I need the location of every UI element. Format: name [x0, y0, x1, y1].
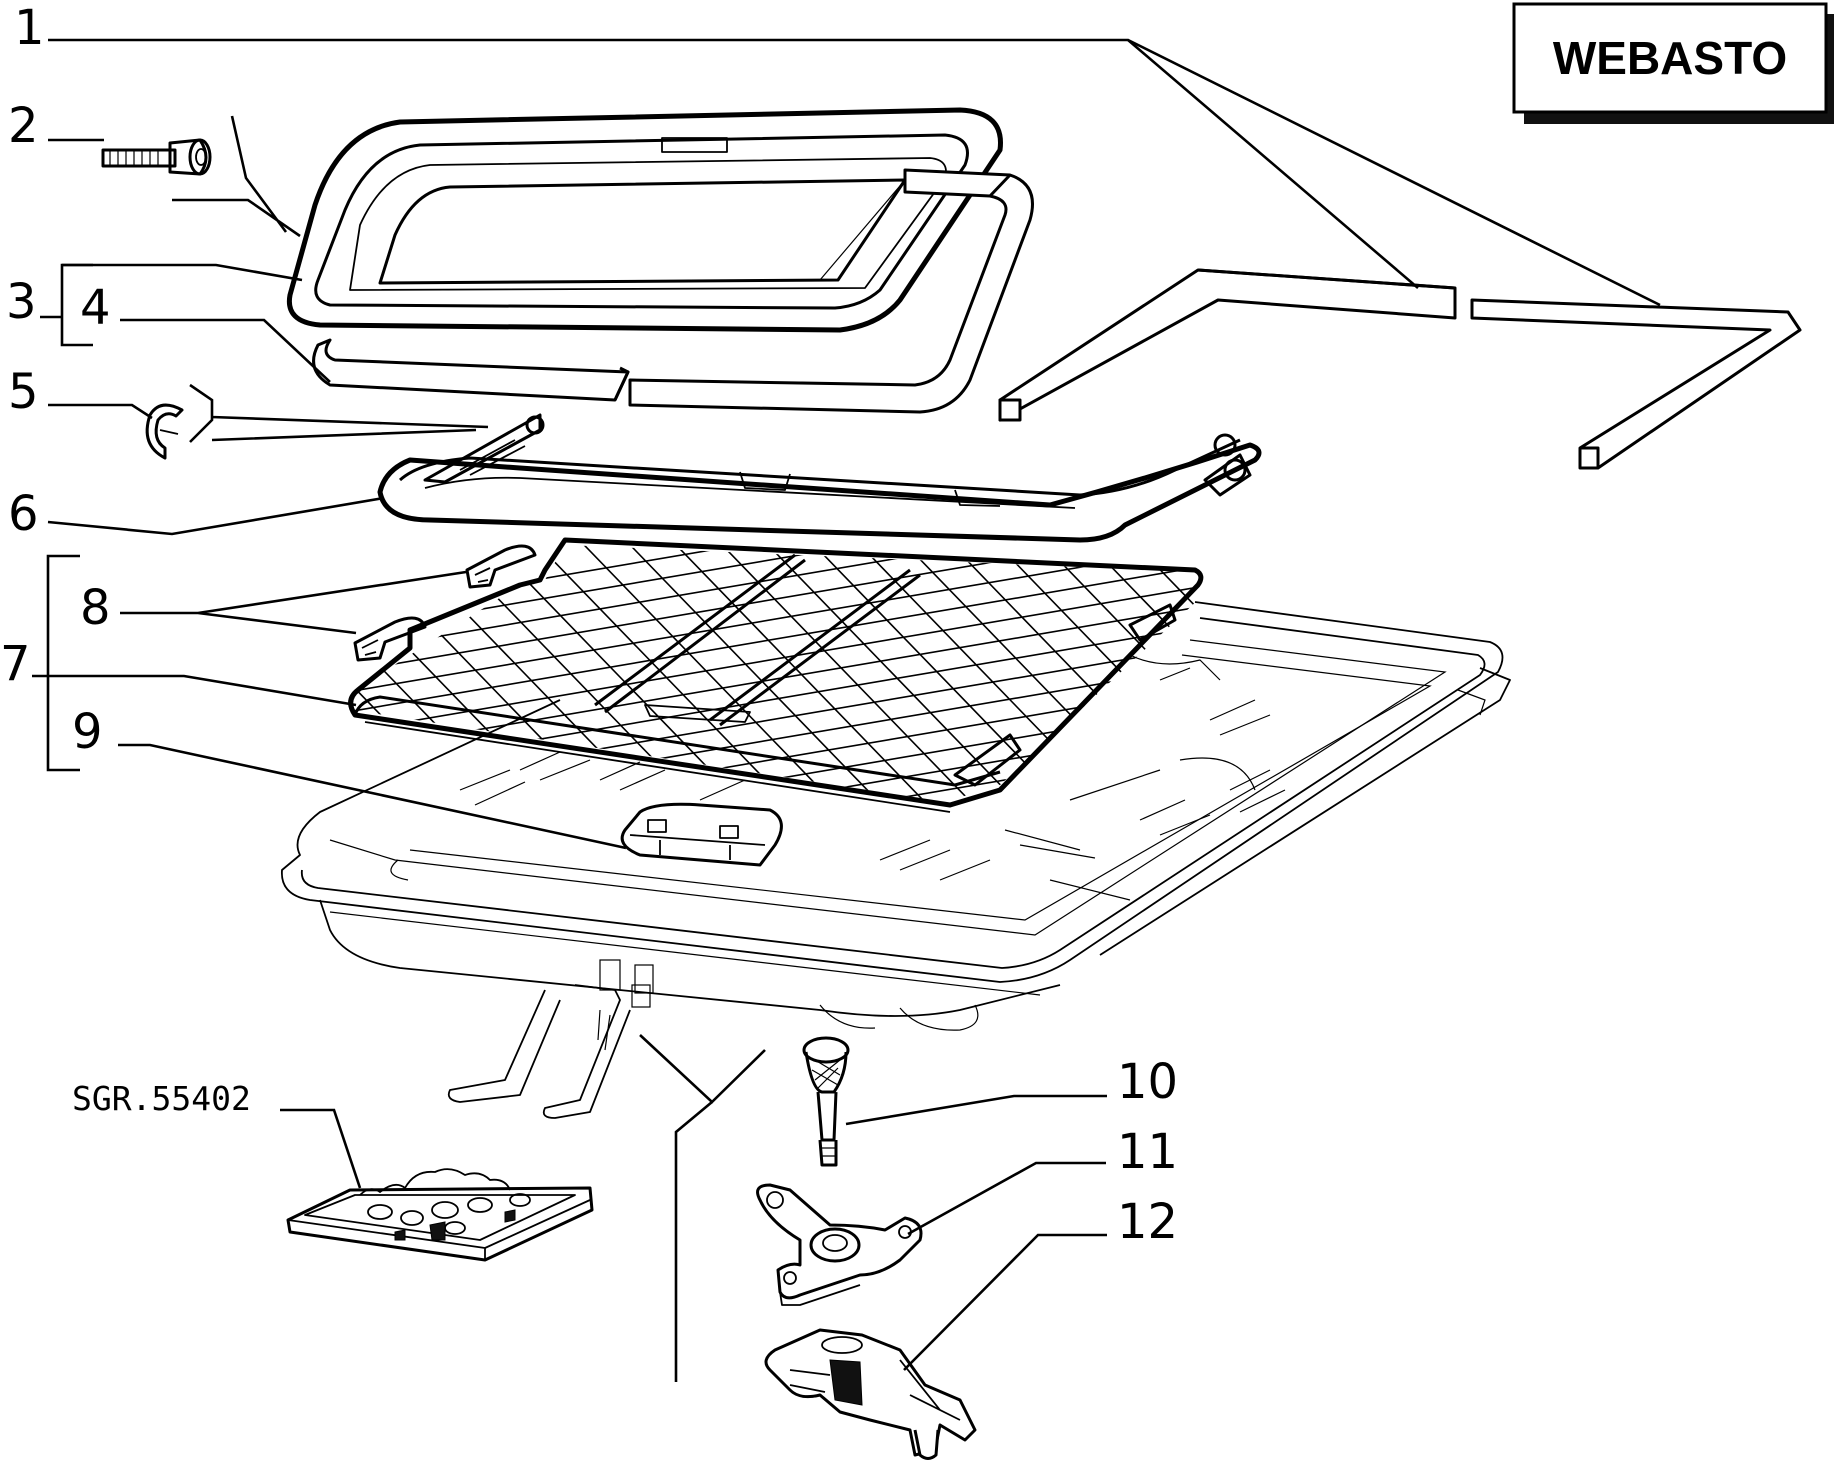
- leader-9: [118, 743, 627, 850]
- brand-box: WEBASTO: [1512, 2, 1834, 124]
- leader-sgr: [280, 1108, 362, 1189]
- grid-line: [559, 545, 861, 802]
- leader-2b: [172, 115, 301, 238]
- reference-label: SGR.55402: [72, 1079, 251, 1118]
- part-4-seal: [312, 168, 1034, 414]
- leader-4: [120, 318, 331, 383]
- grid-line: [743, 545, 1045, 802]
- grid-line: [352, 579, 1200, 741]
- leader-5-bracket: [189, 383, 489, 443]
- grid-line: [352, 719, 1200, 802]
- sunroof-frame: [281, 601, 1511, 1382]
- grid-line: [352, 545, 1200, 681]
- grid-line: [352, 545, 447, 802]
- callout-8: 8: [80, 580, 111, 636]
- grid-line: [352, 545, 539, 802]
- grid-line: [352, 679, 1200, 802]
- grid-line: [352, 559, 1200, 721]
- callout-12: 12: [1117, 1194, 1178, 1250]
- part-12-gear-housing: [764, 1328, 977, 1460]
- grid-line: [375, 545, 677, 802]
- grid-line: [421, 545, 723, 802]
- leader-8: [120, 570, 467, 635]
- part-10-pin: [802, 1036, 850, 1167]
- callout-10: 10: [1117, 1054, 1178, 1110]
- callout-6: 6: [8, 486, 39, 542]
- brand-label: WEBASTO: [1553, 32, 1787, 84]
- part-1-seal-strips: [998, 268, 1802, 470]
- part-11-bracket: [756, 1183, 923, 1306]
- grid-line: [1204, 520, 1504, 830]
- part-5-clip: [145, 403, 184, 460]
- callout-3: 3: [6, 274, 37, 330]
- callout-9: 9: [72, 704, 103, 760]
- leader-5: [48, 403, 153, 420]
- leader-3-bracket: [40, 263, 93, 347]
- callout-11: 11: [1117, 1124, 1178, 1180]
- grid-line: [697, 545, 999, 802]
- leader-3: [62, 263, 303, 282]
- grid-line: [352, 545, 1200, 661]
- part-2-bolt: [101, 138, 212, 176]
- grid-line: [1065, 545, 1200, 802]
- callout-2: 2: [8, 98, 39, 154]
- leader-7-bracket: [46, 554, 80, 772]
- leader-11: [907, 1161, 1106, 1236]
- leader-lines: [32, 38, 1661, 1371]
- part-6-deflector: [377, 413, 1262, 543]
- leader-1: [48, 38, 1419, 289]
- sgr-kit-box: [286, 1168, 594, 1262]
- grid-line: [352, 659, 1200, 802]
- callout-4: 4: [80, 280, 111, 336]
- leader-6: [47, 496, 385, 536]
- grid-line: [605, 545, 907, 802]
- leader-10: [845, 1094, 1107, 1126]
- callout-1: 1: [14, 0, 45, 56]
- callout-labels: 1 2 3 4 5 6 7 8 9 10 11 12 SGR.55402: [0, 0, 1178, 1250]
- part-3-glass-panel: [286, 107, 1003, 333]
- leader-12: [903, 1233, 1107, 1371]
- callout-5: 5: [8, 364, 39, 420]
- grid-line: [1157, 545, 1200, 802]
- grid-line: [1250, 520, 1550, 830]
- leader-7: [32, 674, 357, 707]
- part-9-handle: [620, 802, 783, 867]
- grid-line: [1111, 545, 1200, 802]
- callout-7: 7: [0, 636, 31, 692]
- leader-1b: [1127, 38, 1661, 307]
- part-8-clips: [353, 544, 537, 662]
